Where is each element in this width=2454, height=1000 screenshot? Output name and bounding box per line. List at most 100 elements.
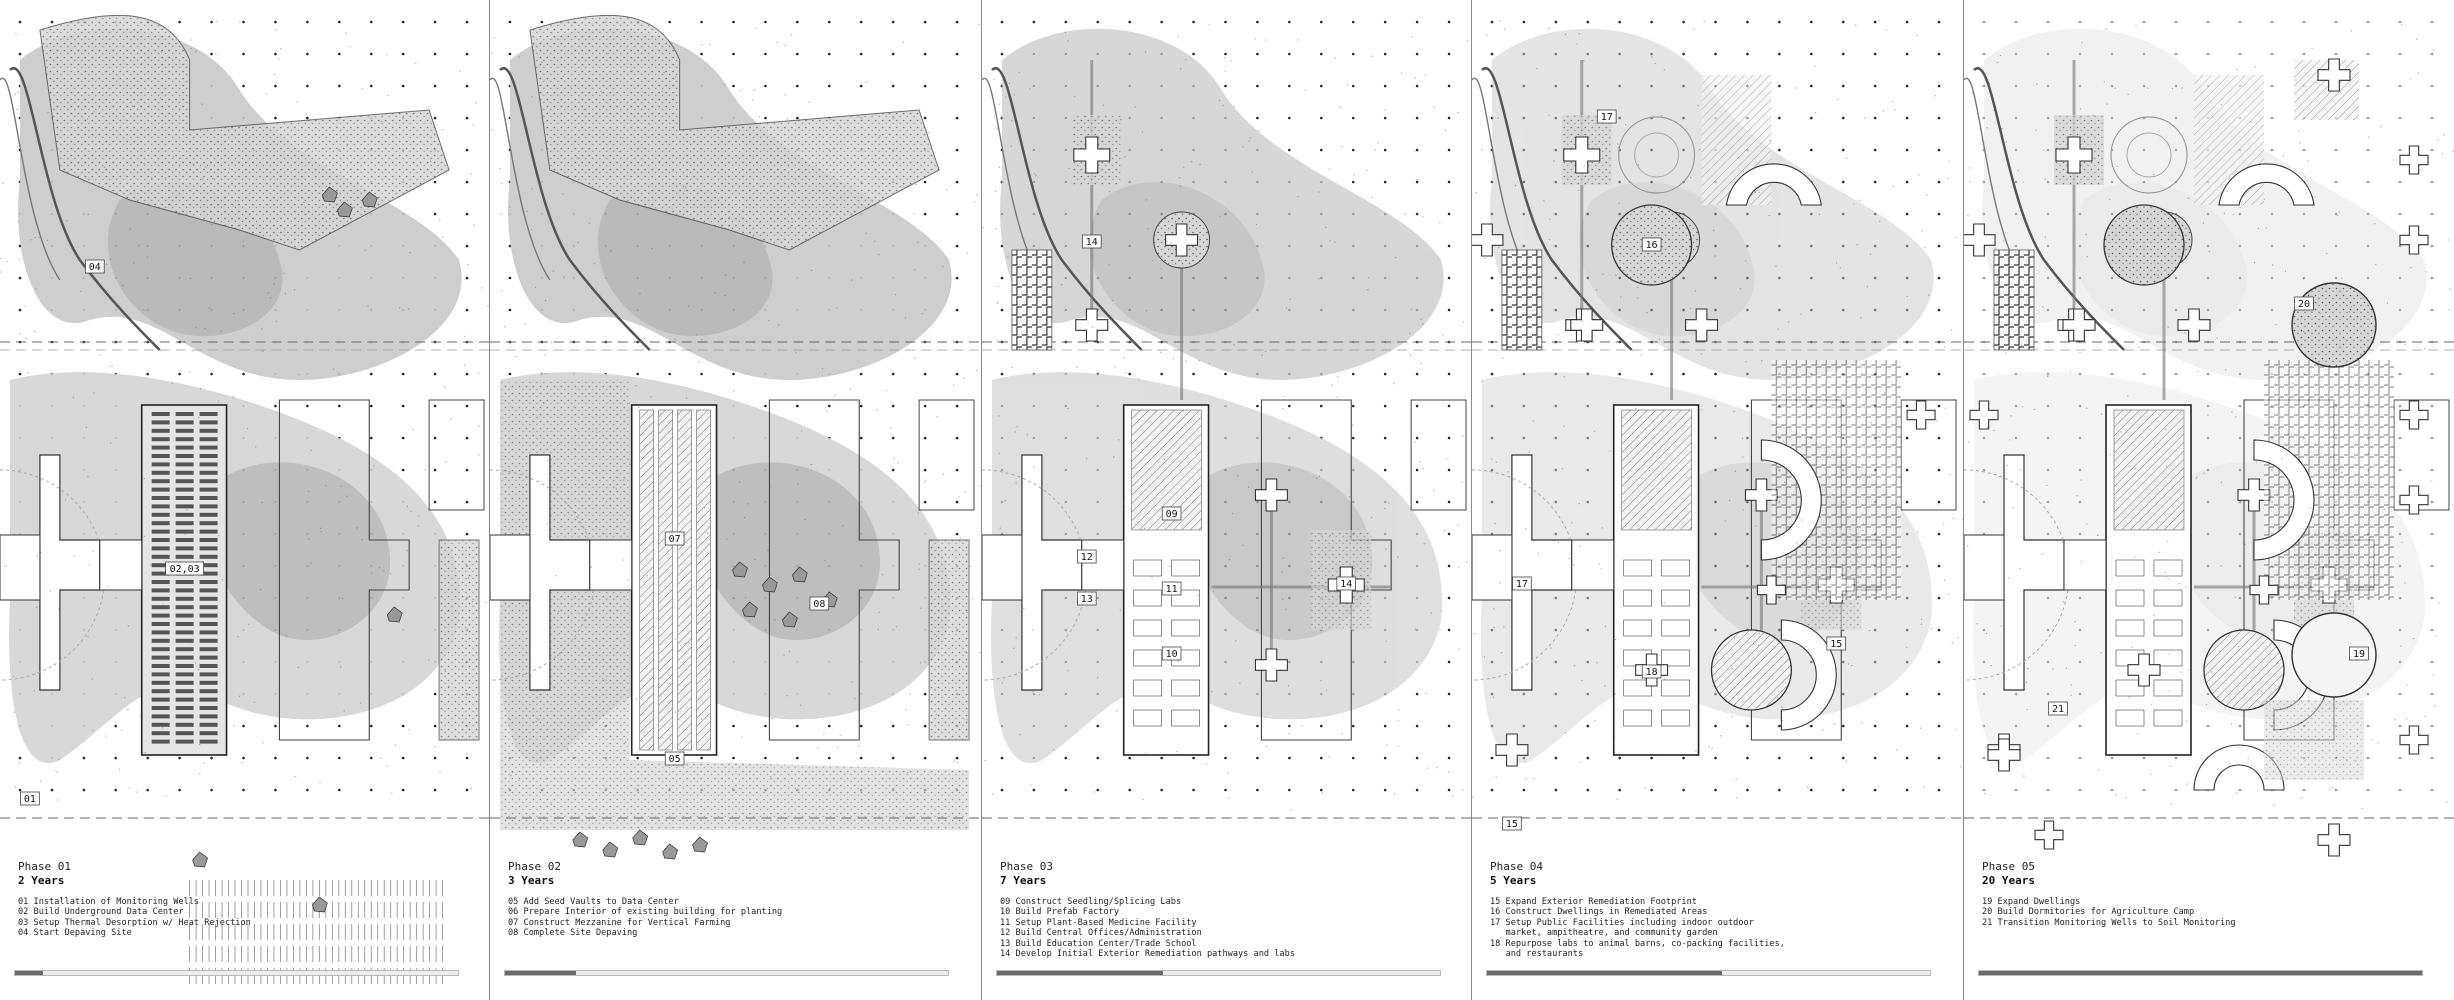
- phase-title: Phase 02: [508, 860, 561, 873]
- dwelling-module: [1254, 648, 1288, 682]
- callout-label: 04: [85, 259, 105, 274]
- ampitheatre: [1618, 116, 1696, 194]
- callout-label: 18: [1641, 664, 1662, 679]
- phase-timeline-fill: [1979, 971, 2422, 975]
- callout-number: 15: [1506, 819, 1518, 830]
- ground-texture: [1472, 19, 1963, 801]
- connector-wing: [589, 539, 633, 591]
- phase-task: market, ampitheatre, and community garde…: [1490, 928, 1718, 939]
- callout-number: 01: [24, 794, 36, 805]
- callout-label: 13: [1077, 591, 1097, 606]
- phase-task-list: 05 Add Seed Vaults to Data Center 06 Pre…: [508, 897, 967, 939]
- callout-label: 20: [2294, 296, 2314, 311]
- main-building: [1122, 404, 1210, 756]
- callout-number: 19: [2353, 649, 2365, 660]
- phase-title: Phase 05: [1982, 860, 2035, 873]
- dwelling-module: [1570, 308, 1604, 342]
- phase-task-list: 15 Expand Exterior Remediation Footprint…: [1490, 897, 1949, 959]
- connector-wing: [1081, 539, 1125, 591]
- secondary-building: [278, 399, 410, 741]
- callout-number: 17: [1601, 112, 1613, 123]
- phase-timeline-bar: [1978, 970, 2423, 976]
- callout-label: 14: [1336, 576, 1357, 591]
- site-plan-phase-4: 17 16 17 15 18 15: [1472, 19, 1963, 831]
- dwelling-module: [1744, 478, 1778, 512]
- ampitheatre: [2110, 116, 2188, 194]
- dwelling-module: [1254, 478, 1288, 512]
- dwelling-module: [1969, 400, 1999, 430]
- callout-label: 12: [1077, 549, 1097, 564]
- phase-caption-4: Phase 04 5 Years 15 Expand Exterior Reme…: [1490, 860, 1949, 959]
- callout-label: 07: [664, 531, 685, 546]
- dwelling-module: [2237, 478, 2271, 512]
- phase-task: 18 Repurpose labs to animal barns, co-pa…: [1490, 938, 1785, 949]
- dwelling-module: [2062, 308, 2096, 342]
- phase-task: 09 Construct Seedling/Splicing Labs: [1000, 897, 1182, 907]
- admin-wing: [1964, 534, 2005, 601]
- dwelling-module: [1987, 738, 2021, 772]
- dwelling-module: [1756, 575, 1786, 605]
- main-building: [630, 404, 718, 756]
- remediation-zone: [991, 28, 1444, 764]
- phase-caption-2: Phase 02 3 Years 05 Add Seed Vaults to D…: [508, 860, 967, 939]
- phase-task: 19 Expand Dwellings: [1982, 897, 2081, 907]
- phase-task: 12 Build Central Offices/Administration: [1000, 928, 1202, 939]
- paved-lot: [438, 539, 480, 741]
- dormitory-ring: [2291, 282, 2377, 368]
- callout-number: 09: [1166, 509, 1178, 520]
- dwelling-module: [1685, 308, 1719, 342]
- callout-number: 20: [2298, 299, 2310, 310]
- phase-timeline-bar: [504, 970, 949, 976]
- phase-task: 01 Installation of Monitoring Wells: [18, 897, 200, 907]
- secondary-building: [768, 399, 900, 741]
- phase-timeline-fill: [1487, 971, 1722, 975]
- callout-number: 21: [2052, 704, 2064, 715]
- phase-duration: 2 Years: [18, 874, 65, 887]
- callout-label: 11: [1161, 581, 1182, 596]
- connector-wing: [2063, 539, 2107, 591]
- admin-wing: [982, 534, 1023, 601]
- callout-label: 17: [1512, 576, 1532, 591]
- highway-edge: [991, 66, 1143, 351]
- site-drawing: [0, 14, 489, 984]
- phase-duration: 3 Years: [508, 874, 555, 887]
- callout-number: 15: [1830, 639, 1842, 650]
- tree-cluster: [192, 186, 403, 913]
- phase-task: 10 Build Prefab Factory: [1000, 907, 1119, 918]
- callout-number: 16: [1646, 240, 1658, 251]
- dwelling-module: [2127, 653, 2161, 687]
- phase-task: 21 Transition Monitoring Wells to Soil M…: [1982, 917, 2236, 928]
- callout-label: 15: [1826, 636, 1847, 651]
- callout-label: 09: [1161, 506, 1182, 521]
- callout-label: 15: [1502, 816, 1522, 831]
- dwelling-module: [1165, 223, 1199, 257]
- dwelling-module: [2317, 823, 2351, 857]
- callout-number: 07: [669, 534, 681, 545]
- callout-label: 02,03: [165, 561, 204, 576]
- highway-edge: [1973, 66, 2125, 351]
- ground-texture: [1966, 24, 2454, 810]
- site-drawing: [1964, 20, 2454, 857]
- dwelling-module: [2317, 58, 2351, 92]
- main-building: [140, 404, 228, 756]
- phase-timeline-bar: [1486, 970, 1931, 976]
- ground-texture: [491, 23, 981, 805]
- site-plan-phase-1: 04 02,03 01: [0, 14, 489, 984]
- dwelling-cluster: [1472, 75, 1936, 767]
- dwelling-ring: [2291, 612, 2377, 698]
- callout-number: 14: [1340, 579, 1352, 590]
- callout-labels: 17 16 17 15 18 15: [1502, 109, 1847, 831]
- callout-number: 18: [1646, 667, 1658, 678]
- phase-task: 17 Setup Public Facilities including ind…: [1490, 917, 1754, 928]
- dwelling-module: [2034, 820, 2064, 850]
- phase-title: Phase 01: [18, 860, 71, 873]
- secondary-building: [1260, 399, 1392, 741]
- dwelling-module: [1906, 400, 1936, 430]
- highway-edge: [9, 66, 161, 351]
- callout-number: 04: [89, 262, 101, 273]
- dormitory-cluster: [1969, 58, 2429, 857]
